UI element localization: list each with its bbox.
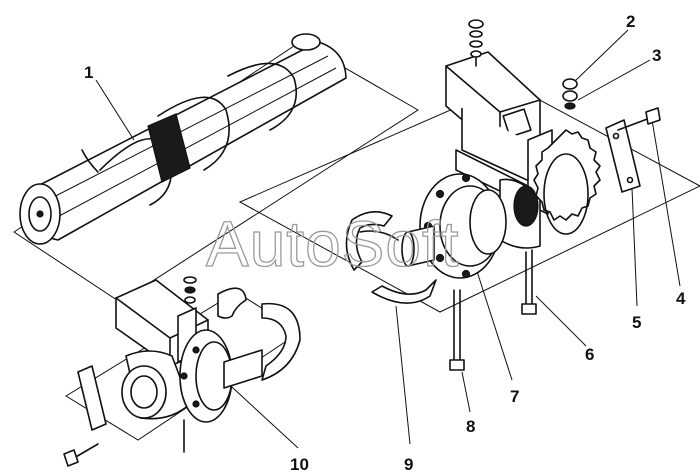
bolt-4	[617, 107, 661, 131]
leader-lines	[95, 29, 681, 449]
auger-band	[147, 113, 191, 183]
callout-8: 8	[466, 417, 475, 436]
plate-5	[605, 119, 641, 193]
left-bearing-assembly-part-10	[63, 276, 301, 467]
auger-far-end	[291, 33, 321, 51]
auger-shaft-part-1	[13, 33, 419, 303]
nut-washer-2-3	[562, 78, 578, 110]
split-rings-part-9	[345, 211, 437, 304]
callout-2: 2	[626, 12, 635, 31]
flange-disc-7	[419, 173, 507, 279]
top-bolt-stack	[468, 19, 484, 67]
right-assembly-plane	[238, 83, 700, 313]
bolt-6	[521, 249, 537, 315]
left-side-plate	[77, 365, 107, 431]
left-bolt	[63, 443, 99, 467]
callout-1: 1	[84, 63, 93, 82]
callout-10: 10	[290, 455, 309, 474]
callout-7: 7	[510, 387, 519, 406]
callout-4: 4	[676, 289, 686, 308]
sprocket	[533, 129, 601, 235]
callout-9: 9	[404, 455, 413, 474]
left-bolt-stack	[183, 276, 197, 304]
watermark: AutoSoft	[206, 208, 460, 280]
auger-flight-2	[157, 96, 230, 171]
callout-6: 6	[585, 345, 594, 364]
bolt-8	[449, 289, 465, 371]
callout-5: 5	[632, 313, 641, 332]
callout-3: 3	[652, 46, 661, 65]
right-bearing-assembly	[238, 19, 700, 371]
half-ring-lower	[261, 302, 301, 381]
auger-flight-3	[227, 62, 298, 131]
half-ring-upper	[217, 287, 247, 319]
